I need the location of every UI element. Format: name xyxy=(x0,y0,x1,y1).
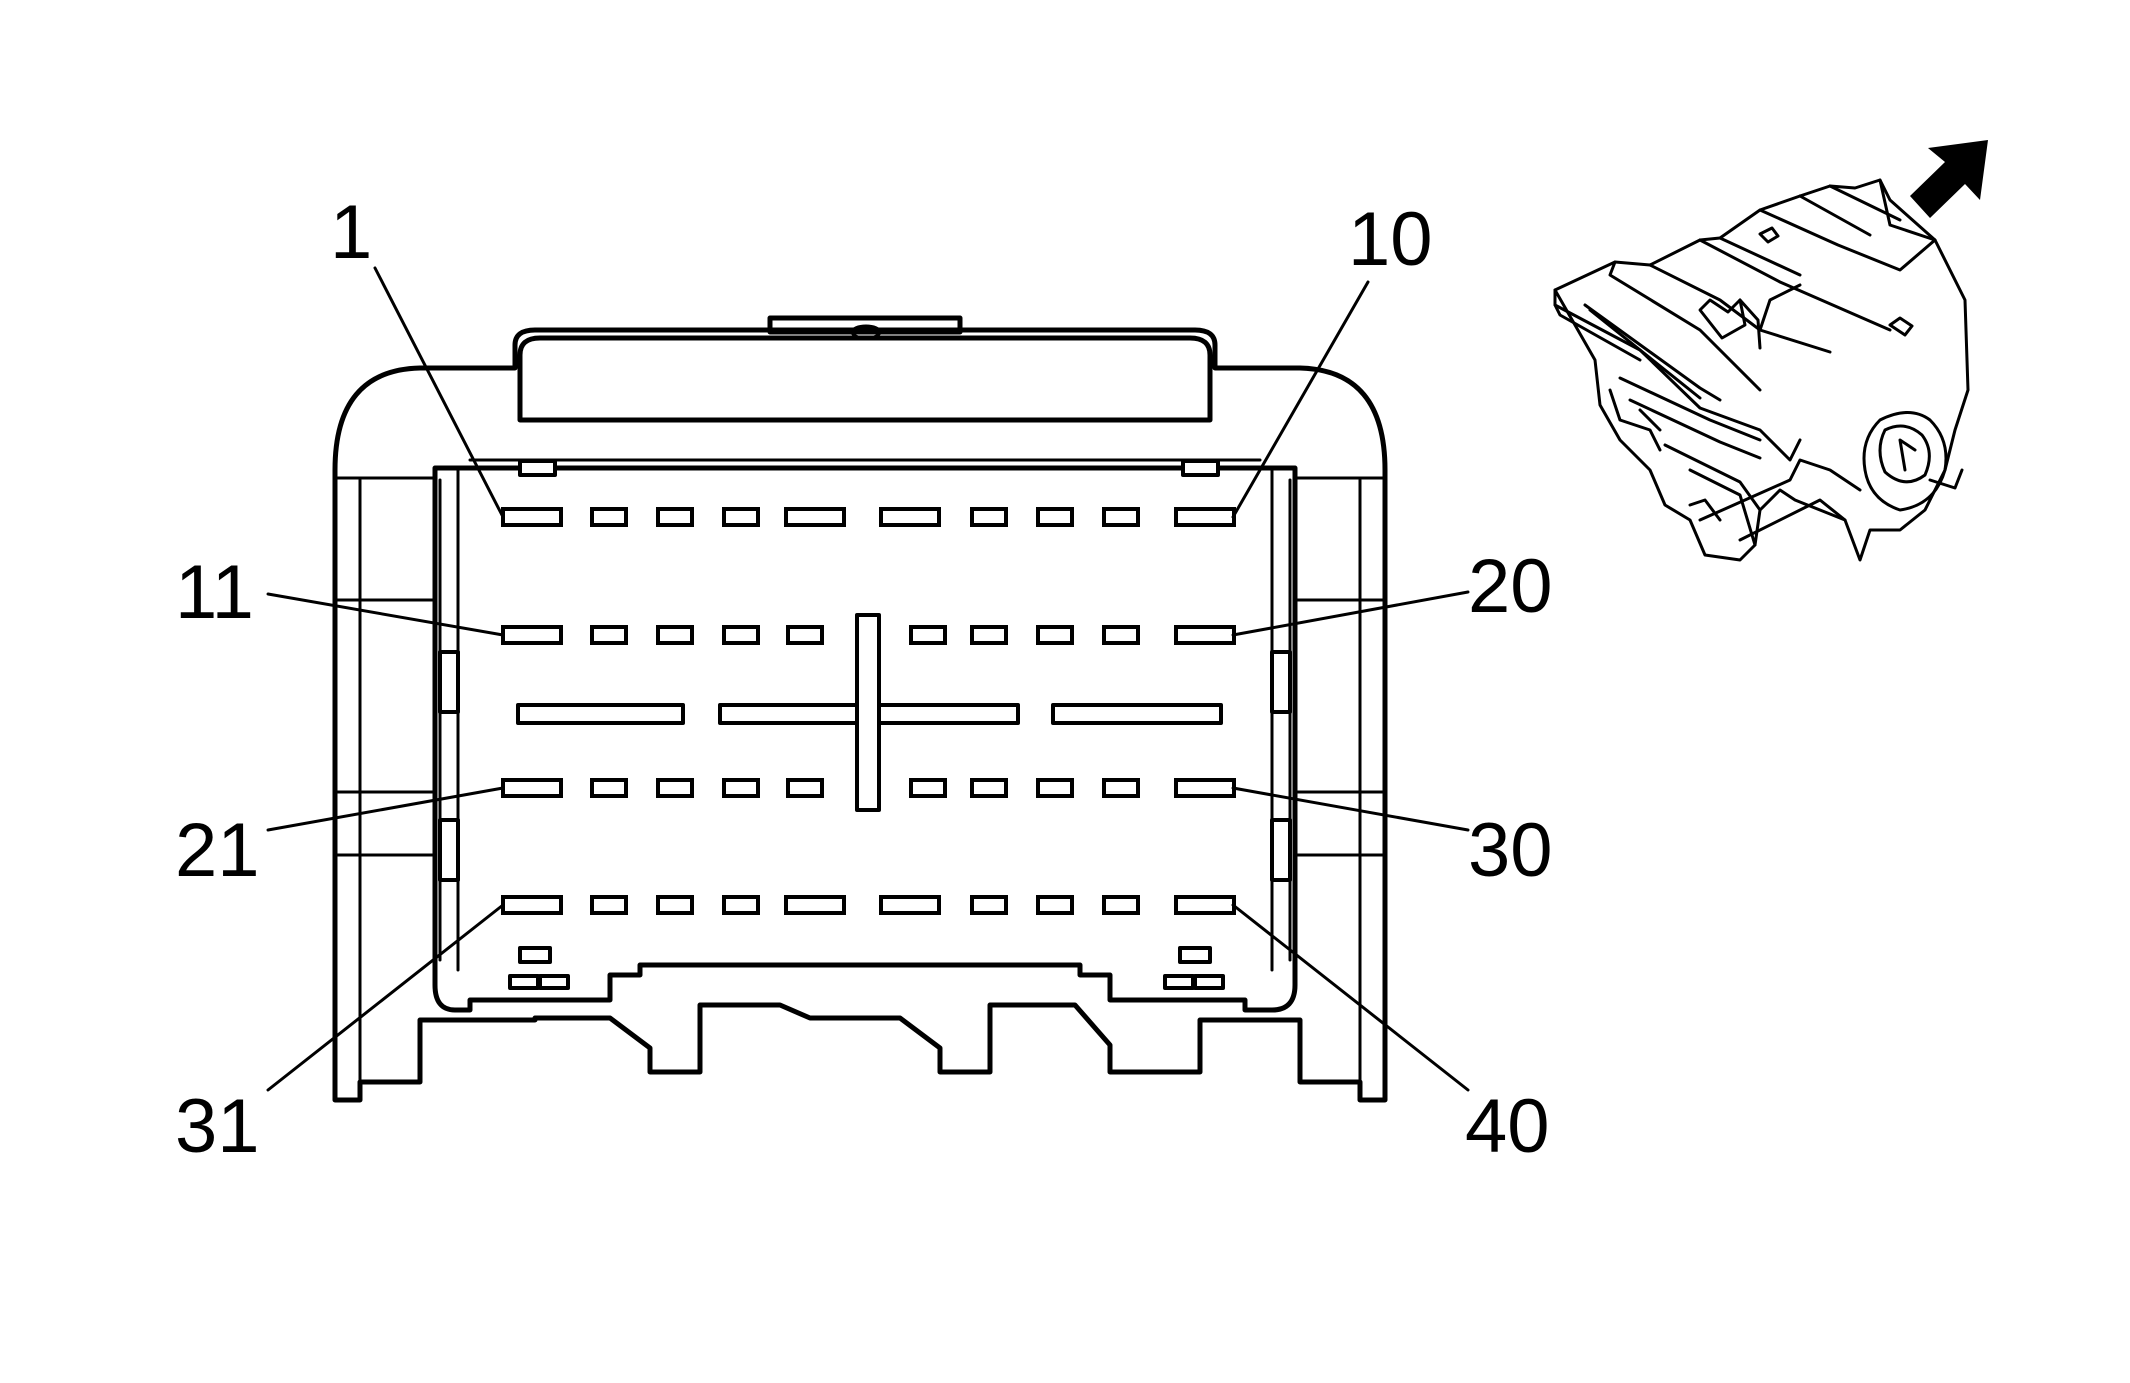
pin-cavity-5 xyxy=(784,507,846,527)
connector-face xyxy=(332,315,1388,1103)
leader-line-pin-21 xyxy=(266,786,505,832)
pin-cavity-29 xyxy=(1102,778,1140,798)
pin-cavity-34 xyxy=(722,895,760,915)
pin-cavity-17 xyxy=(970,625,1008,645)
pin-cavity-15 xyxy=(786,625,824,645)
leader-line-pin-20 xyxy=(1231,590,1470,637)
pin-label-40: 40 xyxy=(1465,1084,1550,1169)
pin-cavity-19 xyxy=(1102,625,1140,645)
pin-cavity-13 xyxy=(656,625,694,645)
pin-label-1: 1 xyxy=(330,190,372,275)
pin-label-30: 30 xyxy=(1468,808,1553,893)
connector-housing-outline xyxy=(332,327,1388,1103)
pin-cavity-3 xyxy=(656,507,694,527)
arrow-up-right-icon xyxy=(1910,140,1988,218)
pin-cavity-9 xyxy=(1102,507,1140,527)
pin-cavity-22 xyxy=(590,778,628,798)
leader-line-pin-1 xyxy=(373,266,505,519)
pin-labels: 1 10 11 20 21 30 31 40 xyxy=(175,190,1553,1169)
pin-cavity-30 xyxy=(1174,778,1236,798)
pin-cavity-40 xyxy=(1174,895,1236,915)
pin-cavity-31 xyxy=(501,895,563,915)
pin-label-31: 31 xyxy=(175,1084,260,1169)
pin-cavity-39 xyxy=(1102,895,1140,915)
top-latch-tab xyxy=(767,315,963,335)
pin-cavity-16 xyxy=(909,625,947,645)
pin-cavity-33 xyxy=(656,895,694,915)
retention-tabs xyxy=(508,459,1225,990)
pin-label-10: 10 xyxy=(1348,197,1433,282)
pin-cavity-23 xyxy=(656,778,694,798)
pin-label-20: 20 xyxy=(1468,544,1553,629)
pin-cavity-20 xyxy=(1174,625,1236,645)
pin-cavities xyxy=(501,507,1236,915)
leader-lines xyxy=(266,266,1470,1092)
pin-cavity-37 xyxy=(970,895,1008,915)
pin-cavity-27 xyxy=(970,778,1008,798)
pin-cavity-26 xyxy=(909,778,947,798)
pin-cavity-36 xyxy=(879,895,941,915)
pin-cavity-21 xyxy=(501,778,563,798)
leader-line-pin-11 xyxy=(266,592,505,637)
pin-cavity-11 xyxy=(501,625,563,645)
pin-cavity-14 xyxy=(722,625,760,645)
pin-cavity-38 xyxy=(1036,895,1074,915)
pin-cavity-12 xyxy=(590,625,628,645)
keying-bars xyxy=(516,613,1223,812)
pin-cavity-10 xyxy=(1174,507,1236,527)
pin-cavity-18 xyxy=(1036,625,1074,645)
inner-cavity xyxy=(432,465,1298,1013)
leader-line-pin-10 xyxy=(1231,280,1370,519)
pin-cavity-35 xyxy=(784,895,846,915)
left-side-rails xyxy=(333,468,460,1082)
top-latch xyxy=(517,335,1213,423)
pin-label-11: 11 xyxy=(175,550,254,635)
top-latch-notch xyxy=(850,324,882,340)
right-side-rails xyxy=(1270,468,1387,1082)
pin-cavity-2 xyxy=(590,507,628,527)
pin-cavity-25 xyxy=(786,778,824,798)
leader-line-pin-40 xyxy=(1231,903,1470,1092)
leader-line-pin-31 xyxy=(266,903,505,1092)
pin-cavity-7 xyxy=(970,507,1008,527)
pin-label-21: 21 xyxy=(175,808,260,893)
pin-cavity-24 xyxy=(722,778,760,798)
pin-cavity-8 xyxy=(1036,507,1074,527)
pin-cavity-6 xyxy=(879,507,941,527)
leader-line-pin-30 xyxy=(1231,786,1470,832)
pin-cavity-28 xyxy=(1036,778,1074,798)
pin-cavity-1 xyxy=(501,507,563,527)
pin-cavity-32 xyxy=(590,895,628,915)
connector-iso-view xyxy=(1553,178,1970,562)
pin-cavity-4 xyxy=(722,507,760,527)
